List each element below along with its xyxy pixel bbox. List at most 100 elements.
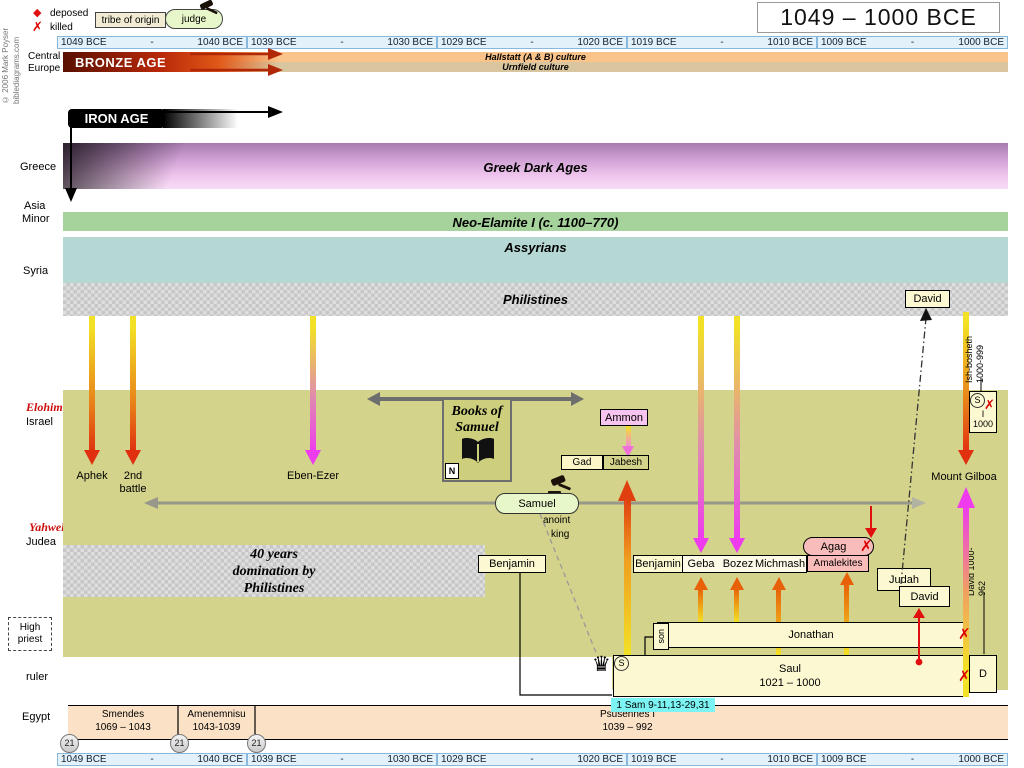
row-ruler: ruler (26, 671, 49, 683)
killed-x-icon: ✗ (32, 20, 43, 35)
anoint-king-label: anoint (543, 515, 571, 526)
dynasty-21-badge: 21 (170, 734, 189, 753)
jonathan-killed-x: ✗ (958, 625, 971, 643)
scale-dash: - (720, 754, 724, 765)
amalekite-campaign-arrowhead (840, 572, 854, 585)
gilboa-philistine-arrowhead (958, 450, 974, 465)
samuel-judge-pill: Samuel (495, 493, 579, 514)
domination-text: Philistines (243, 581, 305, 596)
ammon-box: Ammon (600, 409, 648, 426)
scale-dash: - (340, 37, 344, 48)
scale-cell: 1049 BCE - 1040 BCE (57, 36, 247, 49)
benjamin-region-box: Benjamin (633, 555, 683, 573)
pharaoh-years: 1069 – 1043 (95, 722, 151, 733)
michmash-counter-arrow (776, 588, 781, 655)
geba-philistine-arrowhead (693, 538, 709, 553)
domination-text: domination by (232, 564, 316, 579)
domination-text: 40 years (250, 547, 298, 562)
dynasty-21-badge: 21 (247, 734, 266, 753)
aphek-label: Aphek (76, 470, 108, 482)
mount-gilboa-label: Mount Gilboa (931, 471, 997, 483)
legend-judge-pill: judge (165, 9, 223, 29)
bozez-counter-arrowhead (730, 577, 744, 590)
row-elohim: Elohim (26, 400, 63, 414)
scale-dash: - (910, 754, 915, 765)
row-asia-minor: Asia (24, 200, 46, 212)
scale-year: 1000 BCE (958, 37, 1004, 48)
scale-year: 1010 BCE (767, 37, 813, 48)
pharaoh-years: 1043-1039 (192, 722, 241, 733)
philistine-domination-box: 40 years domination by Philistines (63, 545, 485, 597)
second-battle-arrow (130, 316, 136, 452)
amalekites-box: Amalekites (807, 555, 869, 572)
books-of-samuel-box: Books of Samuel N (442, 398, 512, 482)
ishbosheth-initial: I (981, 409, 985, 419)
scale-year: 1009 BCE (821, 754, 867, 765)
bozez-counter-arrow (734, 588, 739, 622)
scale-dash: - (530, 754, 534, 765)
neo-elamite-band (63, 212, 1008, 231)
iron-age-fade (63, 143, 233, 189)
scale-year: 1049 BCE (61, 37, 107, 48)
scale-year: 1049 BCE (61, 754, 107, 765)
row-greece: Greece (20, 161, 57, 173)
ammon-attack-arrowhead (622, 446, 634, 457)
crown-icon: ♛ (592, 652, 611, 676)
david-box: David (899, 586, 950, 607)
ammon-attack-arrow (626, 426, 631, 448)
scale-dash: - (150, 754, 154, 765)
scale-year: 1030 BCE (387, 37, 433, 48)
second-battle-label: 2nd (123, 470, 143, 482)
row-yahweh: Yahweh (29, 520, 68, 534)
pharaoh-smendes: Smendes 1069 – 1043 (68, 708, 178, 734)
pharaoh-name: Smendes (101, 709, 145, 720)
scale-year: 1019 BCE (631, 754, 677, 765)
pharaoh-amenemnisu: Amenemnisu 1043-1039 (178, 708, 255, 734)
gilboa-israel-arrowhead (957, 487, 975, 508)
egypt-band (68, 705, 1008, 740)
scale-cell: 1039 BCE - 1030 BCE (247, 753, 437, 766)
greek-dark-ages-label: Greek Dark Ages (483, 160, 588, 175)
row-high-priest: High priest (8, 617, 52, 651)
scale-year: 1030 BCE (387, 754, 433, 765)
gilboa-israel-arrow (963, 506, 969, 697)
second-battle-label: battle (119, 483, 147, 495)
scale-year: 1029 BCE (441, 37, 487, 48)
aphek-attack-arrowhead (84, 450, 100, 465)
second-battle-arrowhead (125, 450, 141, 465)
scripture-reference: 1 Sam 9-11,13-29,31 (611, 698, 715, 712)
scale-year: 1020 BCE (577, 37, 623, 48)
agag-killed-x: ✗ (860, 537, 873, 555)
assyrians-label: Assyrians (504, 240, 567, 255)
benjamin-tribe-box: Benjamin (478, 555, 546, 573)
bozez-philistine-arrow (734, 316, 740, 539)
deposed-diamond-icon: ◆ (33, 7, 42, 19)
eben-ezer-label: Eben-Ezer (287, 470, 339, 482)
scale-cell: 1009 BCE - 1000 BCE (817, 36, 1008, 49)
israel-judea-region (63, 390, 1008, 657)
page-title: 1049 – 1000 BCE (757, 2, 1000, 33)
scale-year: 1040 BCE (197, 754, 243, 765)
row-high-priest-label: priest (17, 634, 43, 645)
geba-label: Geba (687, 558, 715, 570)
scale-year: 1010 BCE (767, 754, 813, 765)
neo-elamite-label: Neo-Elamite I (c. 1100–770) (452, 215, 619, 230)
saul-name: Saul (778, 663, 802, 675)
anoint-king-label: king (551, 529, 570, 540)
gad-box: Gad (561, 455, 603, 470)
gavel-icon (199, 0, 218, 15)
david-reign-start-box: D (969, 655, 997, 693)
row-israel: Israel (26, 416, 53, 428)
eben-ezer-arrowhead (305, 450, 321, 465)
saul-years: 1021 – 1000 (759, 677, 821, 689)
dynasty-21-badge: 21 (60, 734, 79, 753)
ishbosheth-killed-x: ✗ (984, 398, 995, 413)
scale-cell: 1039 BCE - 1030 BCE (247, 36, 437, 49)
scale-cell: 1029 BCE - 1020 BCE (437, 753, 627, 766)
row-asia-minor: Minor (22, 213, 50, 225)
geba-bozez-michmash-box (682, 555, 807, 573)
scale-year: 1039 BCE (251, 37, 297, 48)
scale-year: 1040 BCE (197, 37, 243, 48)
jabesh-rescue-arrow (624, 499, 631, 655)
